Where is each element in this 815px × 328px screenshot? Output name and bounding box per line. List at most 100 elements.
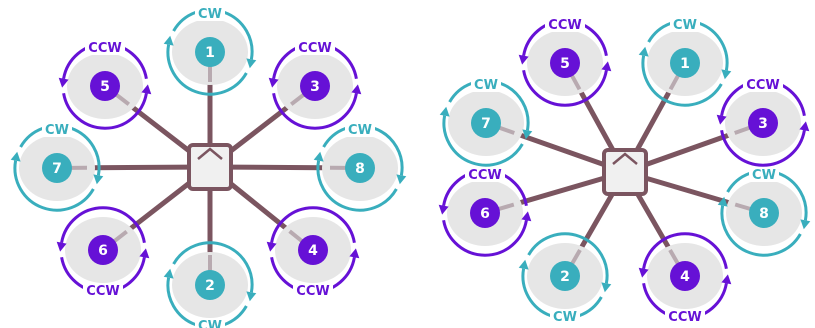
rotor-1: 1 CW [638,18,732,107]
direction-label-bg [749,168,779,182]
motor-badge [749,198,779,228]
direction-label-bg [42,123,72,137]
direction-label-bg [471,78,501,92]
rotation-arc [166,44,248,96]
direction-label-bg [85,41,125,55]
rotation-arrowhead [246,291,257,302]
rotor-8: 8CW [313,123,407,212]
direction-label-bg [550,310,580,324]
rotor-8: 8CW [717,168,811,257]
rotation-arrowhead [601,282,612,293]
rotation-arrowhead [721,69,732,80]
motor-badge [42,153,72,183]
rotation-arrowhead [56,241,67,252]
rotation-arc [316,160,398,212]
rotation-arrowhead [396,174,407,185]
motor-number: 6 [480,206,490,222]
rotation-arc [642,232,728,269]
direction-label-bg [195,319,225,328]
rotation-direction-label: CCW [548,18,581,33]
direction-label-bg [195,7,225,21]
rotation-arrowhead [349,248,360,259]
motor-badge [90,71,120,101]
rotation-arc [13,160,95,212]
rotation-arc [272,93,358,130]
motor-number: 7 [481,116,491,132]
motor-number: 2 [560,269,570,285]
rotation-arc [522,70,608,107]
rotation-arc [62,93,148,130]
motor-number: 6 [98,243,108,259]
rotor-7: 7CW [439,78,533,167]
rotation-arrowhead [313,151,324,162]
motor-badge [748,108,778,138]
rotation-arrowhead [518,259,529,270]
rotor-2: 2CW [518,232,612,325]
direction-label-bg [545,18,585,32]
rotation-arrowhead [518,54,529,65]
direction-label-bg [295,41,335,55]
rotation-arrowhead [266,241,277,252]
rotation-arrowhead [58,77,69,88]
rotation-arc [172,241,254,293]
rotor-2: 2CW [163,241,257,328]
direction-label-bg [293,284,333,298]
motor-badge [88,235,118,265]
rotation-arrowhead [351,84,362,95]
motor-badge [345,153,375,183]
direction-label-bg [670,18,700,32]
motor-number: 1 [205,45,215,61]
rotation-direction-label: CW [752,168,776,183]
rotation-arrowhead [717,196,728,207]
rotation-arrowhead [139,248,150,259]
motor-number: 3 [758,116,768,132]
rotation-direction-label: CCW [296,284,329,299]
motor-badge [550,261,580,291]
rotation-direction-label: CW [198,319,222,328]
motor-badge [670,261,700,291]
rotation-arc [442,115,524,167]
rotation-direction-label: CCW [88,41,121,56]
motor-number: 8 [355,161,365,177]
motor-badge [550,48,580,78]
rotation-arrowhead [93,174,104,185]
hub-body [187,143,233,191]
forward-direction-icon [612,152,638,165]
rotation-arrowhead [521,211,532,222]
rotation-direction-label: CCW [298,41,331,56]
forward-direction-icon [197,147,223,160]
rotation-direction-label: CW [198,7,222,22]
rotation-direction-label: CW [673,18,697,33]
motor-badge [471,108,501,138]
rotation-arc [720,205,802,257]
rotation-arrowhead [799,121,810,132]
motor-badge [470,198,500,228]
rotation-direction-label: CCW [468,168,501,183]
rotation-arrowhead [141,84,152,95]
rotation-arc [270,206,356,243]
direction-label-bg [665,310,705,324]
direction-label-bg [345,123,375,137]
direction-label-bg [83,284,123,298]
rotation-arrowhead [163,268,174,279]
direction-label-bg [465,168,505,182]
rotor-7: 7CW [10,123,104,212]
motor-badge [300,71,330,101]
motor-number: 1 [680,56,690,72]
rotor-6: 6 CCW [438,168,532,257]
motor-number: 4 [308,243,318,259]
rotation-arrowhead [438,204,449,215]
rotation-arrowhead [638,46,649,57]
rotation-direction-label: CCW [86,284,119,299]
rotation-arrowhead [800,219,811,230]
rotation-arrowhead [721,274,732,285]
rotation-arrowhead [522,129,533,140]
rotation-direction-label: CW [553,310,577,325]
